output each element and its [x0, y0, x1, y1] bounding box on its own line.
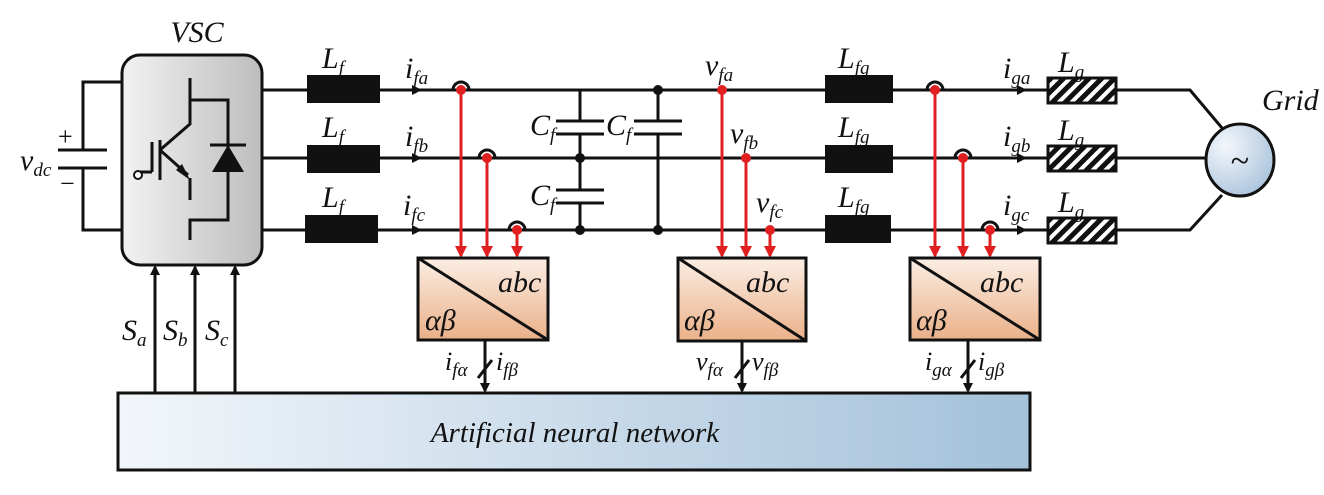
cf-label-1: Cf	[530, 109, 558, 146]
lfg-b-label: Lfg	[837, 111, 869, 148]
abc-label: abc	[746, 266, 789, 299]
transform-outputs: ifα ifβ vfα vfβ igα igβ	[445, 340, 1005, 393]
vfc-label: vfc	[756, 186, 784, 223]
current-arrows: ifa ifb ifc iga igb igc	[403, 52, 1030, 235]
svg-text:igα: igα	[925, 347, 953, 381]
iga-label: iga	[1003, 52, 1030, 89]
transform-block-vf: abc αβ	[676, 256, 808, 343]
lg-b-label: Lg	[1057, 114, 1084, 151]
svg-text:Sc: Sc	[205, 314, 229, 351]
dc-minus: −	[60, 169, 75, 198]
filter-capacitors: Cf Cf Cf	[530, 85, 682, 235]
cf-label-3: Cf	[606, 109, 634, 146]
vfb-label: vfb	[730, 117, 758, 154]
ifc-label: ifc	[403, 189, 426, 226]
dc-link: + − vdc	[20, 80, 122, 232]
alphabeta-label: αβ	[684, 304, 715, 337]
svg-text:vfβ: vfβ	[752, 347, 779, 381]
svg-text:vfα: vfα	[696, 347, 724, 381]
cf-label-2: Cf	[530, 179, 558, 216]
svg-text:ifα: ifα	[445, 347, 469, 381]
vfa-label: vfa	[705, 49, 733, 86]
grid-label: Grid	[1262, 84, 1320, 117]
ifa-label: ifa	[405, 52, 428, 89]
grid-side-inductors: Lfg Lfg Lfg	[825, 42, 893, 243]
filter-inductors: Lf Lf Lf	[305, 42, 380, 243]
igb-label: igb	[1003, 120, 1030, 157]
measurement-taps	[451, 80, 1000, 258]
ann-block: Artificial neural network	[116, 391, 1032, 472]
ac-source-icon: ~	[1231, 143, 1249, 180]
lf-a-label: Lf	[321, 42, 347, 79]
ifb-label: ifb	[405, 120, 428, 157]
switching-signals: Sa Sb Sc	[122, 265, 240, 393]
lfg-a-label: Lfg	[837, 42, 869, 79]
lg-a-label: Lg	[1057, 46, 1084, 83]
grid-source: ~ Grid	[1204, 84, 1320, 198]
igc-label: igc	[1003, 189, 1030, 226]
alphabeta-label: αβ	[916, 304, 947, 337]
svg-text:Sb: Sb	[163, 314, 188, 351]
lf-c-label: Lf	[321, 181, 347, 218]
dc-plus: +	[58, 122, 73, 151]
lg-c-label: Lg	[1057, 186, 1084, 223]
svg-text:ifβ: ifβ	[496, 347, 519, 381]
grid-inductors: Lg Lg Lg	[1046, 46, 1118, 245]
ann-label: Artificial neural network	[429, 417, 720, 449]
svg-text:igβ: igβ	[978, 347, 1005, 381]
vdc-label: vdc	[20, 144, 52, 181]
abc-label: abc	[498, 266, 541, 299]
abc-label: abc	[980, 266, 1023, 299]
diode-icon	[210, 143, 246, 172]
vsc-title: VSC	[170, 16, 224, 49]
transform-block-if: abc αβ	[416, 256, 550, 342]
alphabeta-label: αβ	[425, 304, 456, 337]
lfg-c-label: Lfg	[837, 181, 869, 218]
transform-block-ig: abc αβ	[908, 256, 1042, 342]
vsc-block: VSC	[120, 16, 264, 267]
lf-b-label: Lf	[321, 111, 347, 148]
svg-text:Sa: Sa	[122, 314, 147, 351]
